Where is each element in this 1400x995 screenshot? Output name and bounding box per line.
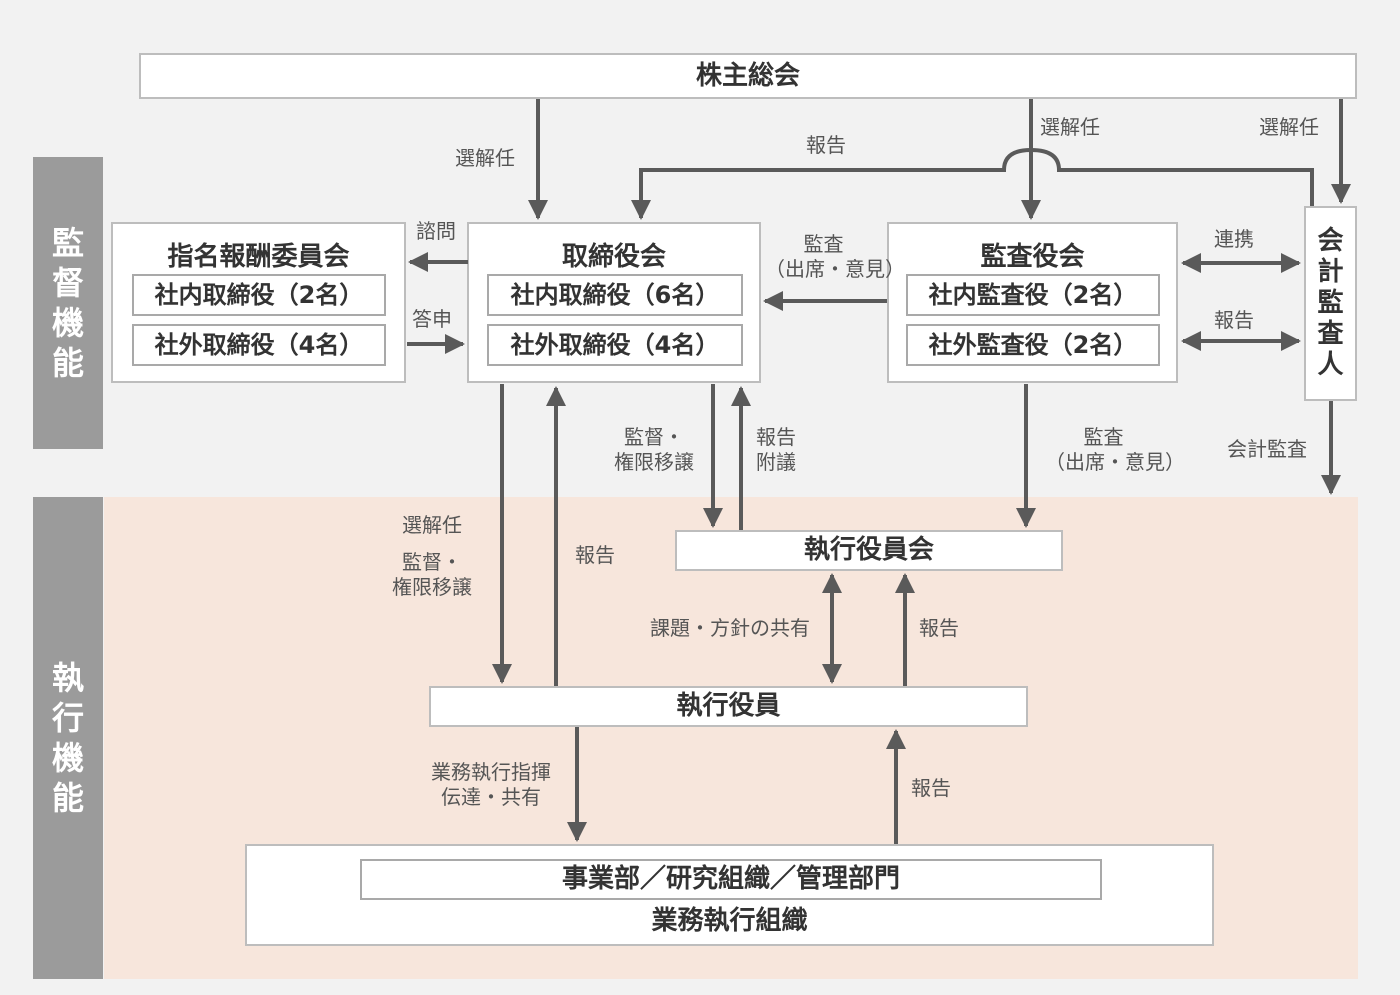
label-supervise-exec-line2: 権限移譲 [392,575,472,599]
accounting-auditor-box: 会計監査人 [1304,206,1357,401]
label-audit-board-line1: 監査 [803,232,844,256]
nomination-outside-directors: 社外取締役（4名） [132,324,386,366]
business-org-divisions: 事業部／研究組織／管理部門 [360,859,1102,900]
label-report-accounting: 報告 [1214,308,1254,332]
auditors-title: 監査役会 [980,242,1085,272]
label-directive: 業務執行指揮 伝達・共有 [423,760,559,810]
arrow-report-to-board [631,147,1314,220]
label-report-org: 報告 [911,776,951,800]
label-cooperation: 連携 [1214,227,1254,251]
label-audit-exec: 監査 （出席・意見） [1045,425,1185,475]
label-audit-board-line2: （出席・意見） [765,257,905,281]
label-report-resolution-line2: 附議 [756,450,796,474]
label-answer: 答申 [412,307,452,331]
label-audit-exec-line1: 監査 [1083,425,1124,449]
shareholders-box: 株主総会 [139,53,1357,99]
board-inside-directors: 社内取締役（6名） [487,274,743,316]
exec-officers-box: 執行役員 [429,686,1028,727]
auditors-box: 監査役会 社内監査役（2名） 社外監査役（2名） [887,222,1178,383]
label-report-top: 報告 [806,133,846,157]
label-supervise-exec-line1: 監督・ [402,550,462,574]
execution-side-label: 執行機能 [33,497,103,979]
nomination-committee-title: 指名報酬委員会 [167,242,350,272]
shareholders-label: 株主総会 [695,61,800,91]
label-report-exec: 報告 [575,543,615,567]
label-audit-exec-line2: （出席・意見） [1045,450,1185,474]
label-supervise-exec: 監督・ 権限移譲 [387,550,477,600]
business-org-box: 事業部／研究組織／管理部門 業務執行組織 [245,844,1214,946]
auditors-outside: 社外監査役（2名） [906,324,1160,366]
label-report-committee: 報告 [919,616,959,640]
label-supervise-delegate-line1: 監督・ [624,425,684,449]
board-outside-directors: 社外取締役（4名） [487,324,743,366]
label-report-resolution: 報告 附議 [756,425,796,475]
label-elect-accounting: 選解任 [1259,115,1319,139]
exec-committee-label: 執行役員会 [803,535,934,565]
label-directive-line2: 伝達・共有 [441,785,541,809]
auditors-inside: 社内監査役（2名） [906,274,1160,316]
exec-officers-label: 執行役員 [676,691,781,721]
business-org-label: 業務執行組織 [651,906,808,936]
label-elect-board: 選解任 [455,146,515,170]
label-supervise-delegate-line2: 権限移譲 [614,450,694,474]
exec-committee-box: 執行役員会 [675,530,1063,571]
nomination-inside-directors: 社内取締役（2名） [132,274,386,316]
label-elect-exec: 選解任 [402,513,462,537]
board-title: 取締役会 [561,242,666,272]
label-share-issues: 課題・方針の共有 [650,616,810,640]
label-report-resolution-line1: 報告 [756,425,796,449]
label-directive-line1: 業務執行指揮 [431,760,551,784]
nomination-committee-box: 指名報酬委員会 社内取締役（2名） 社外取締役（4名） [111,222,406,383]
label-accounting-audit: 会計監査 [1227,437,1307,461]
label-audit-board: 監査 （出席・意見） [765,232,905,282]
supervision-side-label: 監督機能 [33,157,103,449]
label-consult: 諮問 [416,219,456,243]
accounting-auditor-label: 会計監査人 [1317,226,1344,380]
label-elect-auditors: 選解任 [1040,115,1100,139]
board-box: 取締役会 社内取締役（6名） 社外取締役（4名） [467,222,761,383]
label-supervise-delegate: 監督・ 権限移譲 [609,425,699,475]
